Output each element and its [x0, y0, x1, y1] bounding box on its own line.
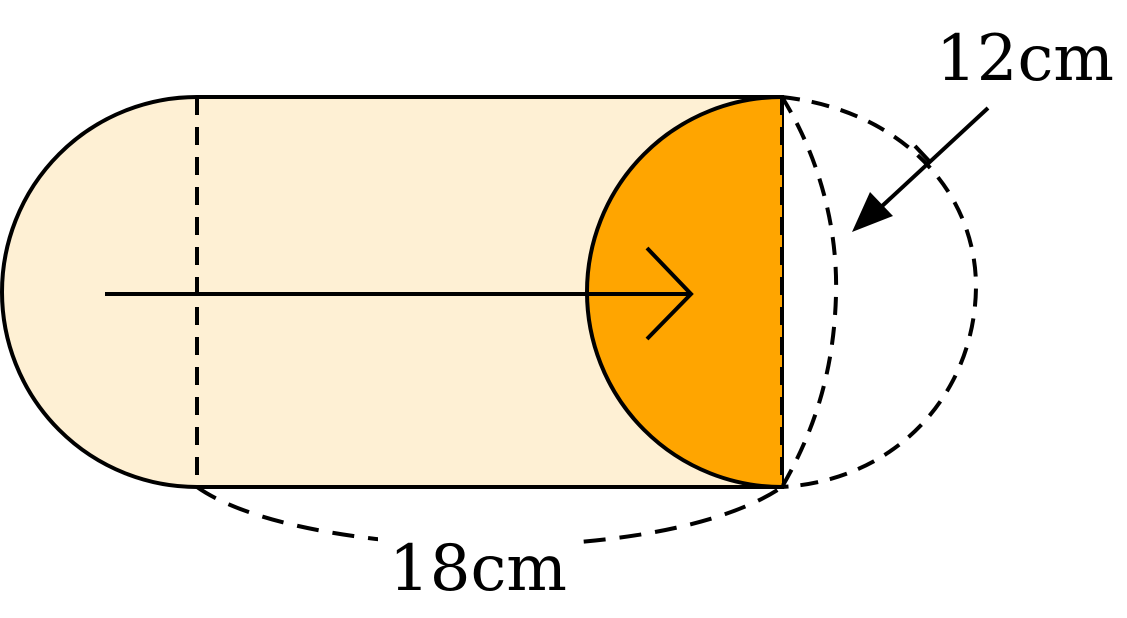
rotation-inner-dashed-arc [780, 95, 839, 489]
radius-pointer-arrowhead-icon [852, 192, 893, 232]
radius-tick [913, 144, 932, 164]
radius-pointer-line [878, 106, 990, 210]
radius-label: 12cm [936, 22, 1114, 96]
length-label-bg [378, 530, 578, 600]
rotation-outer-dashed-arc [781, 95, 979, 489]
direction-arrow-head-icon [645, 246, 694, 341]
length-label: 18cm [389, 532, 567, 606]
